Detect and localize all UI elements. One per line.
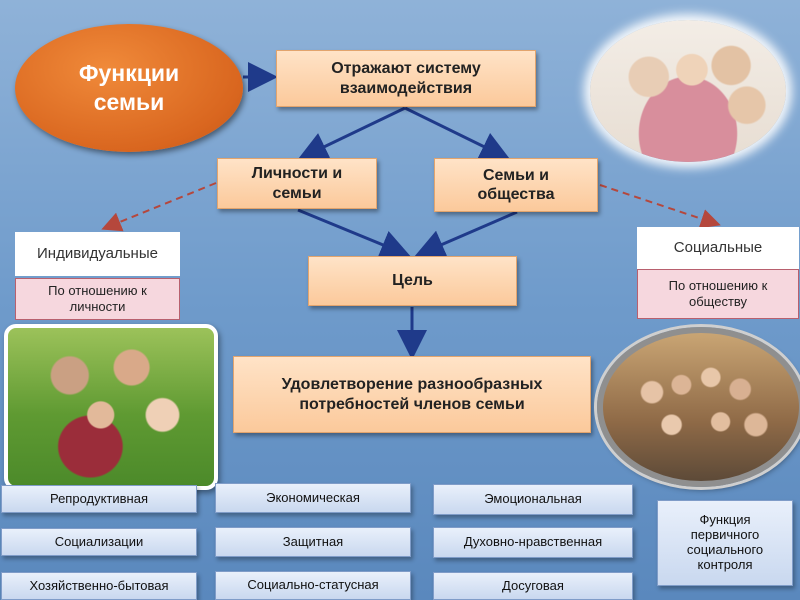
title-oval: Функции семьи xyxy=(15,24,243,152)
dashed-right-to-social xyxy=(599,184,721,229)
arrow-top-to-right xyxy=(404,106,511,160)
function-household: Хозяйственно-бытовая xyxy=(1,572,197,600)
family-photo-left xyxy=(4,324,218,490)
function-emotional: Эмоциональная xyxy=(433,484,633,515)
goal-box: Цель xyxy=(308,256,517,306)
goal-box-text: Цель xyxy=(392,272,433,290)
individual-title: Индивидуальные xyxy=(15,232,180,276)
function-socialization: Социализации xyxy=(1,528,197,556)
arrow-top-to-left xyxy=(297,106,406,161)
arrow-left-to-goal xyxy=(297,208,411,259)
function-leisure: Досуговая xyxy=(433,572,633,600)
function-reproductive: Репродуктивная xyxy=(1,485,197,513)
arrow-right-to-goal xyxy=(414,210,518,259)
result-box: Удовлетворение разнообразных потребносте… xyxy=(233,356,591,433)
result-box-text: Удовлетворение разнообразных потребносте… xyxy=(281,376,543,413)
function-economic: Экономическая xyxy=(215,483,411,513)
right-box: Семьи и общества xyxy=(434,158,598,212)
social-title: Социальные xyxy=(637,227,799,269)
left-box: Личности и семьи xyxy=(217,158,377,209)
left-box-text: Личности и семьи xyxy=(251,165,343,202)
function-social-status: Социально-статусная xyxy=(215,571,411,600)
top-box: Отражают систему взаимодействия xyxy=(276,50,536,107)
dashed-left-to-individual xyxy=(101,182,217,232)
right-box-text: Семьи и общества xyxy=(477,166,555,203)
function-social-control: Функция первичного социального контроля xyxy=(657,500,793,586)
function-protective: Защитная xyxy=(215,527,411,557)
social-sub: По отношению к обществу xyxy=(637,269,799,319)
individual-sub: По отношению к личности xyxy=(15,278,180,320)
top-box-text: Отражают систему взаимодействия xyxy=(331,60,481,97)
title-text: Функции семьи xyxy=(78,60,180,115)
function-spiritual-moral: Духовно-нравственная xyxy=(433,527,633,558)
family-photo-bottom-right xyxy=(597,327,800,487)
family-photo-top-right xyxy=(590,20,786,162)
